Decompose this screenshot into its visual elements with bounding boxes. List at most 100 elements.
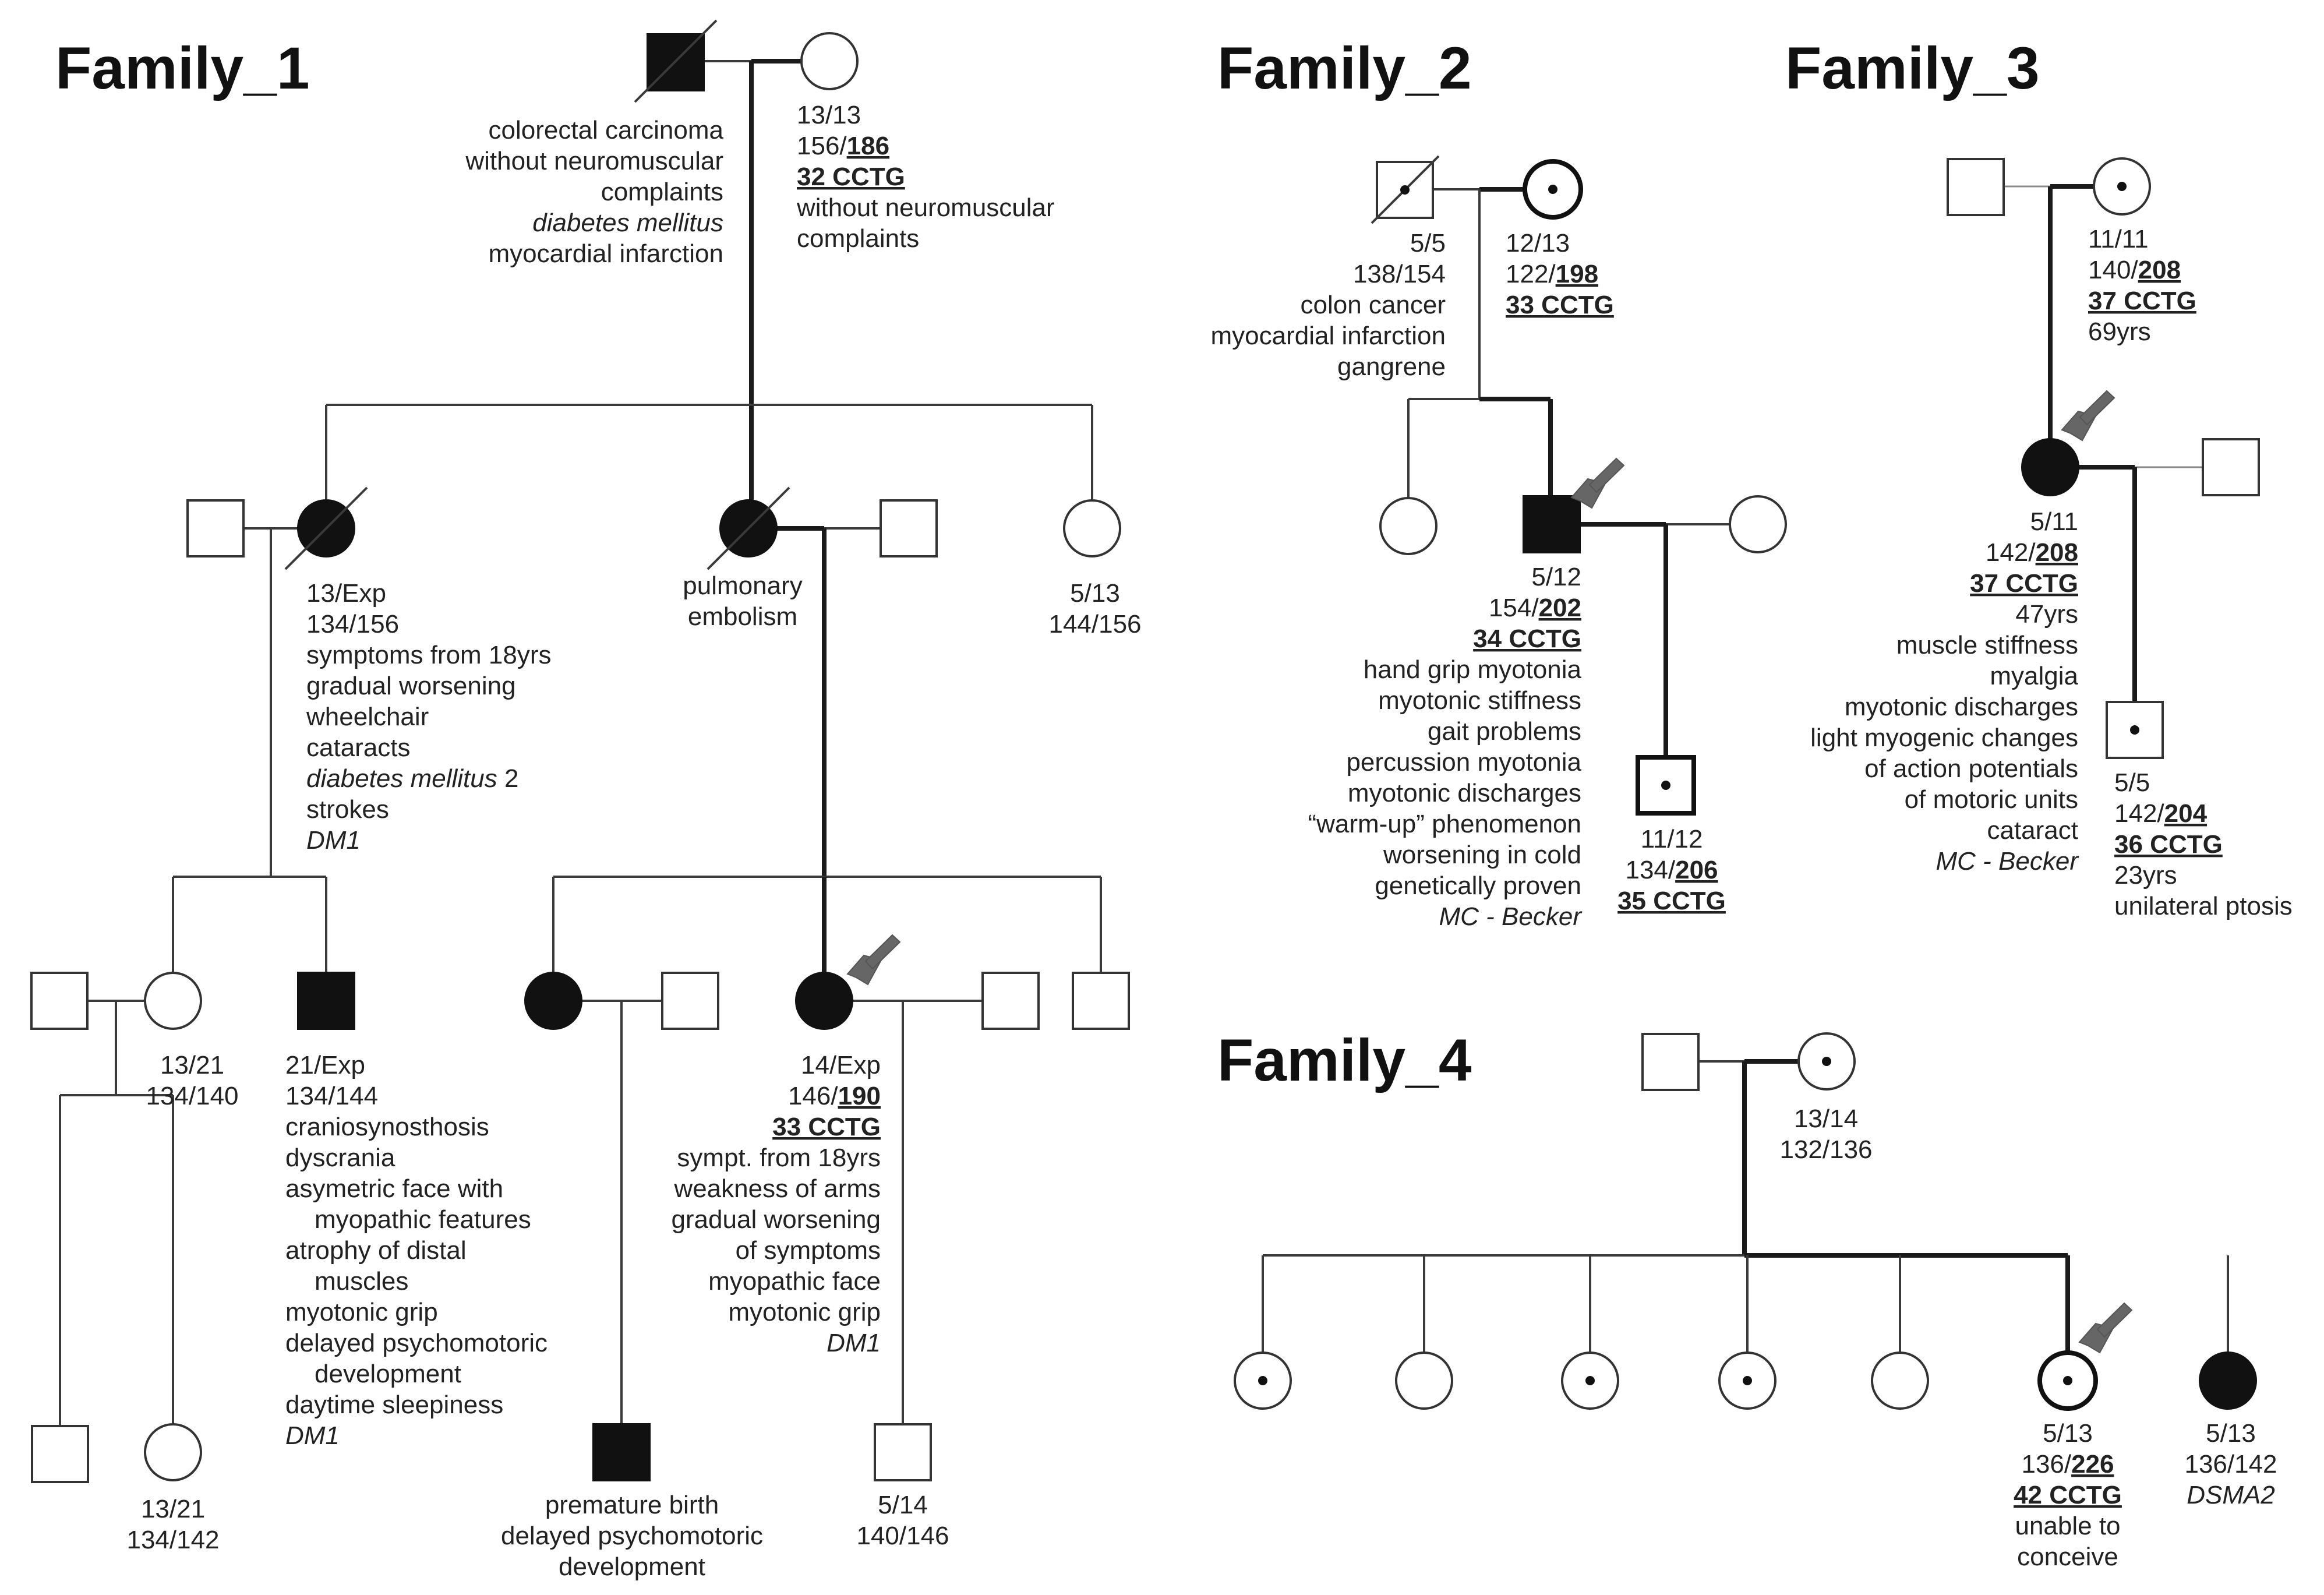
family-2-title: Family_2	[1217, 35, 1472, 101]
label-line: 134/140	[146, 1082, 238, 1110]
label-line: gradual worsening	[671, 1205, 881, 1234]
f3-grandfather-male	[1947, 158, 2005, 216]
f4-daughter-4-dot	[1743, 1376, 1752, 1385]
label-line: of symptoms	[736, 1236, 881, 1265]
f1-granddaughter-female	[144, 972, 202, 1030]
label-segment: 140/	[2088, 256, 2138, 284]
f1-spouse-male-3	[30, 972, 89, 1030]
label-segment: 156/	[797, 132, 847, 160]
f1-granddaughter-affected	[524, 972, 582, 1030]
label-segment: 154/	[1489, 594, 1539, 622]
label-line: 138/154	[1353, 260, 1446, 288]
label-line: 5/13	[1070, 579, 1120, 608]
label-line: myocardial infarction	[489, 239, 724, 268]
f4-daughter-2-female	[1395, 1351, 1453, 1410]
label-line: 142/204	[2114, 799, 2208, 828]
label-line: wheelchair	[306, 703, 429, 731]
label-segment: 190	[838, 1082, 881, 1110]
label-line: 5/5	[2114, 768, 2150, 797]
f2-son-carrier-dot	[1661, 781, 1670, 790]
f4-daughter-5-female	[1871, 1351, 1929, 1410]
label-line: complaints	[601, 178, 723, 206]
f1-spouse-male-4	[661, 972, 719, 1030]
label-line: DM1	[285, 1421, 340, 1450]
f1-great-granddaughter-female	[144, 1423, 202, 1481]
f2-grandfather-carrier-dot	[1400, 185, 1410, 195]
label-line: development	[559, 1552, 705, 1581]
label-line: 69yrs	[2088, 317, 2151, 346]
label-line: 140/208	[2088, 256, 2181, 284]
label-line: DM1	[827, 1329, 881, 1357]
label-line: delayed psychomotoric	[501, 1522, 763, 1550]
f4-daughter-3-dot	[1585, 1376, 1595, 1385]
f4-proband-arrow-shaft	[2096, 1302, 2133, 1338]
label-line: 42 CCTG	[2014, 1481, 2122, 1509]
label-line: 33 CCTG	[1506, 291, 1614, 319]
label-line: myopathic face	[708, 1267, 881, 1296]
label-line: dyscrania	[285, 1144, 395, 1172]
family-3-pedigree	[1947, 157, 2260, 759]
label-line: 156/186	[797, 132, 889, 160]
f2-grandmother-carrier-dot	[1548, 185, 1557, 194]
f2-daughter-female	[1379, 497, 1438, 555]
f1-grandmother-female	[800, 32, 859, 90]
f3-grandmother-carrier-dot	[2117, 182, 2127, 191]
f3-proband-arrow-shaft	[2079, 390, 2115, 426]
label-line: genetically proven	[1375, 871, 1581, 900]
label-segment: 142/	[1986, 538, 2036, 567]
label-line: pulmonary	[683, 571, 802, 600]
label-line: 146/190	[788, 1082, 881, 1110]
f2-proband-affected-male	[1523, 495, 1581, 553]
f1-spouse-male-5	[981, 972, 1040, 1030]
label-line: 13/14	[1794, 1104, 1858, 1133]
label-line: without neuromuscular	[465, 147, 723, 175]
label-line: complaints	[797, 224, 919, 253]
label-line: craniosynosthosis	[285, 1113, 489, 1141]
label-line: without neuromuscular	[796, 193, 1055, 222]
label-segment: 146/	[788, 1082, 838, 1110]
f3-son-carrier-dot	[2130, 725, 2139, 735]
label-line: 12/13	[1506, 229, 1570, 257]
label-line: atrophy of distal	[285, 1236, 467, 1265]
label-line: conceive	[2017, 1543, 2118, 1571]
label-line: myalgia	[1990, 662, 2078, 690]
label-segment: 226	[2071, 1450, 2114, 1478]
label-line: 142/208	[1986, 538, 2078, 567]
label-line: 144/156	[1048, 610, 1141, 638]
label-line: 5/13	[2206, 1419, 2256, 1448]
label-line: embolism	[688, 602, 797, 631]
label-line: 32 CCTG	[797, 163, 905, 191]
label-line: DSMA2	[2187, 1481, 2275, 1509]
label-line: 132/136	[1779, 1135, 1872, 1164]
label-line: gangrene	[1337, 352, 1446, 381]
label-line: myotonic discharges	[1845, 693, 2078, 721]
label-line: 13/13	[797, 101, 861, 129]
label-line: 140/146	[856, 1522, 949, 1550]
label-line: 34 CCTG	[1473, 624, 1581, 653]
label-segment: 208	[2036, 538, 2078, 567]
label-line: unilateral ptosis	[2114, 892, 2293, 920]
label-line: percussion myotonia	[1346, 748, 1581, 777]
f2-proband-arrow-shaft	[1588, 457, 1625, 493]
label-segment: 186	[847, 132, 889, 160]
label-line: muscle stiffness	[1896, 631, 2078, 659]
f1-spouse-male-2	[880, 499, 938, 557]
label-segment: 206	[1675, 856, 1718, 884]
label-segment: diabetes mellitus	[306, 764, 497, 793]
f2-spouse-female	[1729, 495, 1787, 553]
label-line: premature birth	[545, 1491, 719, 1519]
label-line: symptoms from 18yrs	[306, 641, 552, 669]
label-line: light myogenic changes	[1810, 724, 2078, 752]
label-segment: 208	[2138, 256, 2181, 284]
